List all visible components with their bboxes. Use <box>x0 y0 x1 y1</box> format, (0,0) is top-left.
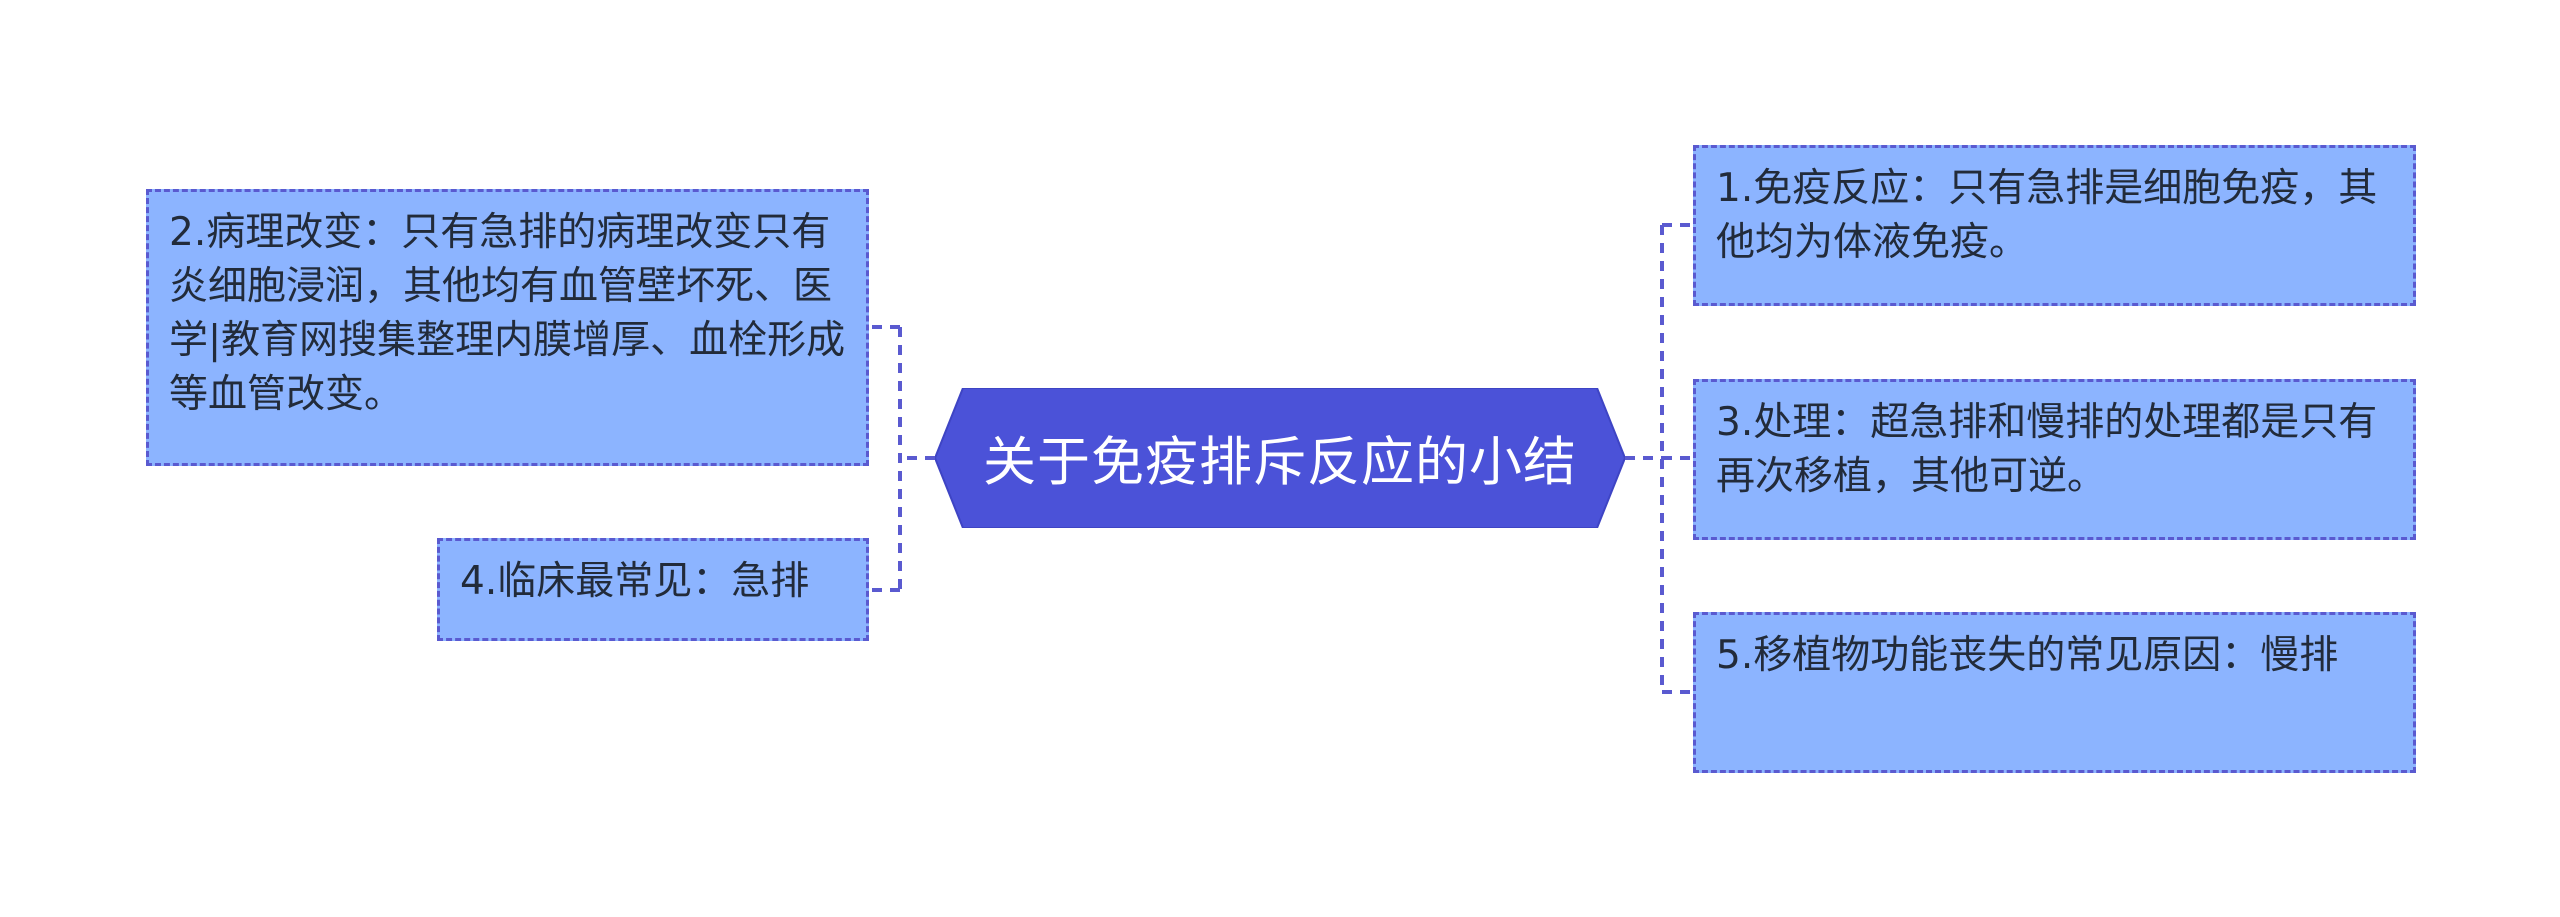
branch-node-immune-response[interactable]: 1.免疫反应：只有急排是细胞免疫，其他均为体液免疫。 <box>1693 145 2416 306</box>
central-topic-label: 关于免疫排斥反应的小结 <box>983 432 1577 493</box>
branch-node-graft-loss[interactable]: 5.移植物功能丧失的常见原因：慢排 <box>1693 612 2416 773</box>
branch-node-clinical[interactable]: 4.临床最常见：急排 <box>437 538 869 641</box>
central-topic[interactable]: 关于免疫排斥反应的小结 <box>935 388 1625 528</box>
central-hexagon-shape <box>935 388 1625 528</box>
branch-node-pathology[interactable]: 2.病理改变：只有急排的病理改变只有炎细胞浸润，其他均有血管壁坏死、医学|教育网… <box>146 189 869 466</box>
branch-node-treatment[interactable]: 3.处理：超急排和慢排的处理都是只有再次移植，其他可逆。 <box>1693 379 2416 540</box>
